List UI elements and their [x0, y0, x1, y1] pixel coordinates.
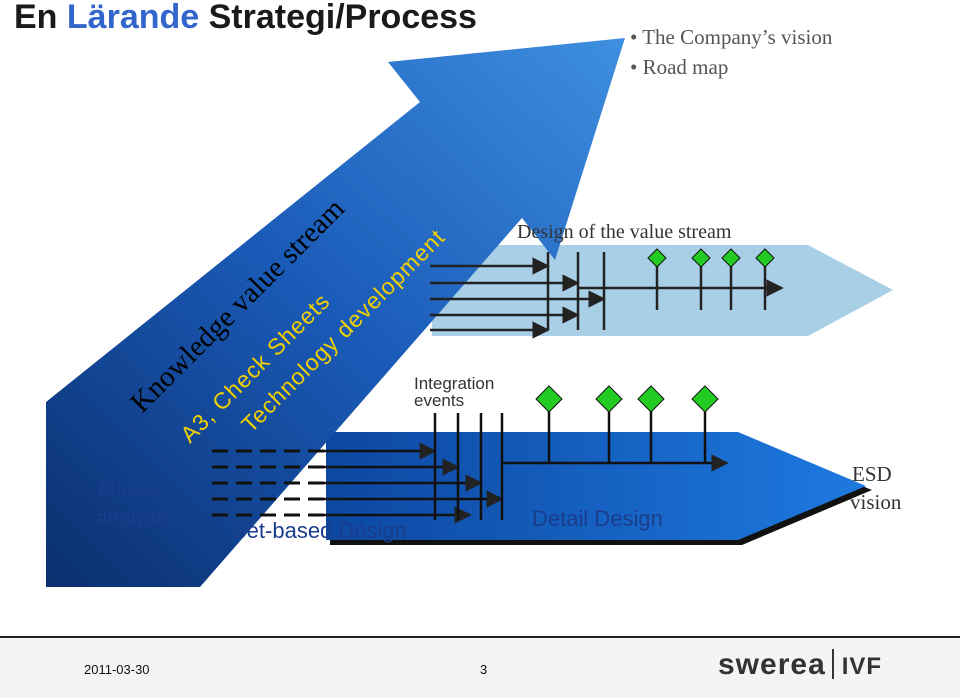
milestone-diamond: [535, 385, 563, 413]
esd-label-line2: vision: [850, 490, 902, 514]
upper-milestones: [647, 248, 775, 268]
detail-label: Detail Design: [532, 506, 663, 531]
market-label-line1: Market: [98, 479, 162, 502]
value-stream-diagram: Knowledge value stream A3, Check Sheets …: [46, 38, 902, 587]
milestone-diamond: [647, 248, 667, 268]
milestone-diamond: [595, 385, 623, 413]
lower-dash-rows: [212, 449, 330, 517]
bullet-item: • Road map: [630, 55, 729, 79]
market-label-line2: analysis: [96, 507, 172, 530]
lower-flow-lines: [320, 410, 729, 524]
bullet-item: • The Company’s vision: [630, 25, 833, 49]
upper-stream-label: Design of the value stream: [517, 221, 732, 243]
page-number: 3: [480, 662, 488, 677]
milestone-diamond: [691, 385, 719, 413]
milestone-diamond: [637, 385, 665, 413]
lower-milestones: [535, 385, 719, 413]
integration-label-line1: Integration: [414, 374, 494, 393]
upper-flow-lines: [430, 252, 784, 339]
milestone-diamond: [721, 248, 741, 268]
title-accent: Lärande: [66, 0, 200, 36]
bullet-list: • The Company’s vision • Road map: [630, 22, 832, 82]
page-title: En Lärande Strategi/Process: [14, 0, 477, 36]
knowledge-stream-arrow: [46, 38, 625, 587]
esd-label-line1: ESD: [852, 462, 892, 486]
milestone-diamond: [755, 248, 775, 268]
set-based-label: Set-based Design: [232, 518, 407, 543]
integration-label-line2: events: [414, 391, 464, 410]
footer-date: 2011-03-30: [84, 662, 150, 677]
milestone-diamond: [691, 248, 711, 268]
